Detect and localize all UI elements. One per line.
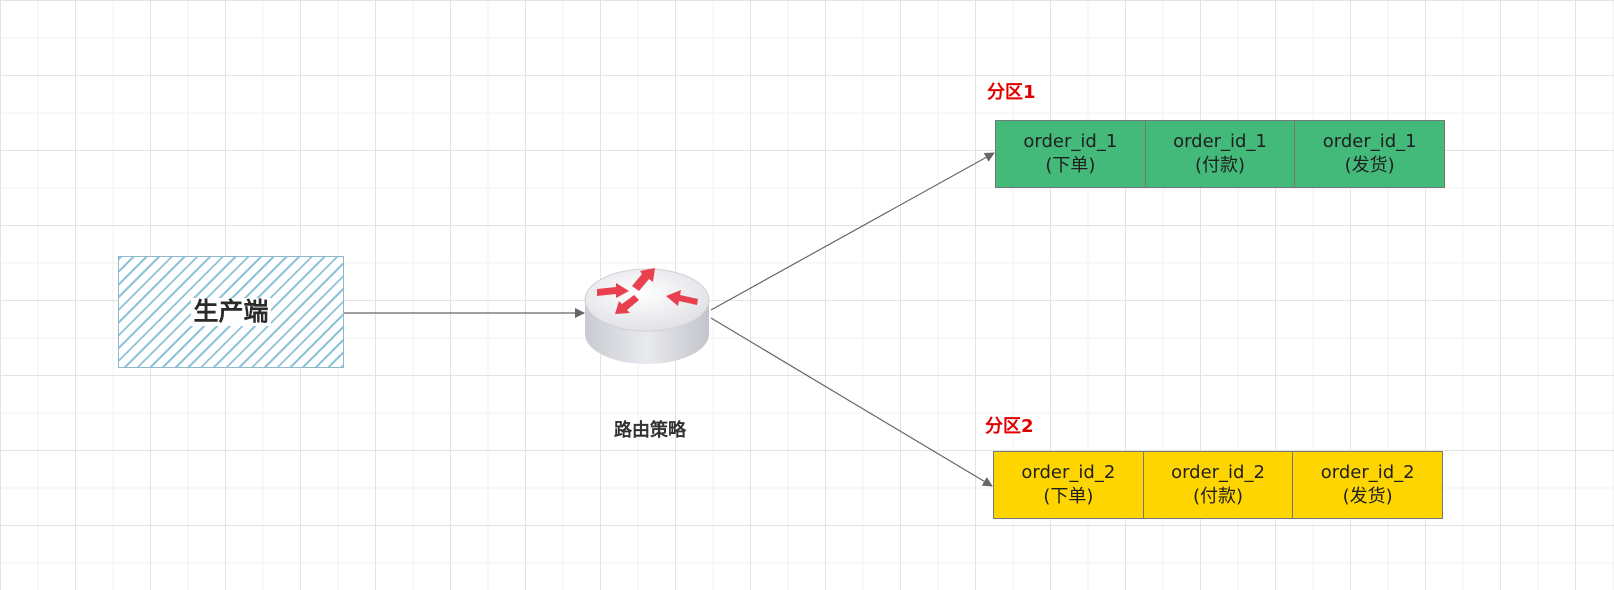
message-event: (发货) [1342,486,1393,507]
message-event: (付款) [1192,486,1244,507]
router-to-partition1-arrow [710,152,995,311]
message-event: (下单) [1045,155,1096,176]
partition1-message[interactable]: order_id_1 (付款) [1146,121,1296,187]
partition1-title: 分区1 [987,82,1036,103]
router-icon[interactable] [583,262,711,370]
partition2-title: 分区2 [985,416,1034,437]
partition1-message[interactable]: order_id_1 (发货) [1295,121,1444,187]
message-id: order_id_2 [1171,462,1265,483]
message-id: order_id_1 [1322,131,1417,152]
router-arrows [597,268,698,314]
router-caption: 路由策略 [614,420,686,441]
producer-label: 生产端 [191,297,271,326]
message-id: order_id_1 [1173,131,1267,152]
partition2-queue: order_id_2 (下单) order_id_2 (付款) order_id… [993,451,1443,519]
router-to-partition2-arrow [710,317,993,487]
partition2-message[interactable]: order_id_2 (发货) [1293,452,1442,518]
message-event: (付款) [1194,155,1246,176]
partition2-message[interactable]: order_id_2 (下单) [994,452,1144,518]
message-event: (下单) [1043,486,1094,507]
message-id: order_id_2 [1320,462,1415,483]
message-event: (发货) [1344,155,1395,176]
message-id: order_id_1 [1023,131,1118,152]
partition1-message[interactable]: order_id_1 (下单) [996,121,1146,187]
partition1-queue: order_id_1 (下单) order_id_1 (付款) order_id… [995,120,1445,188]
partition2-message[interactable]: order_id_2 (付款) [1144,452,1294,518]
message-id: order_id_2 [1021,462,1116,483]
producer-box[interactable]: 生产端 [118,256,344,368]
